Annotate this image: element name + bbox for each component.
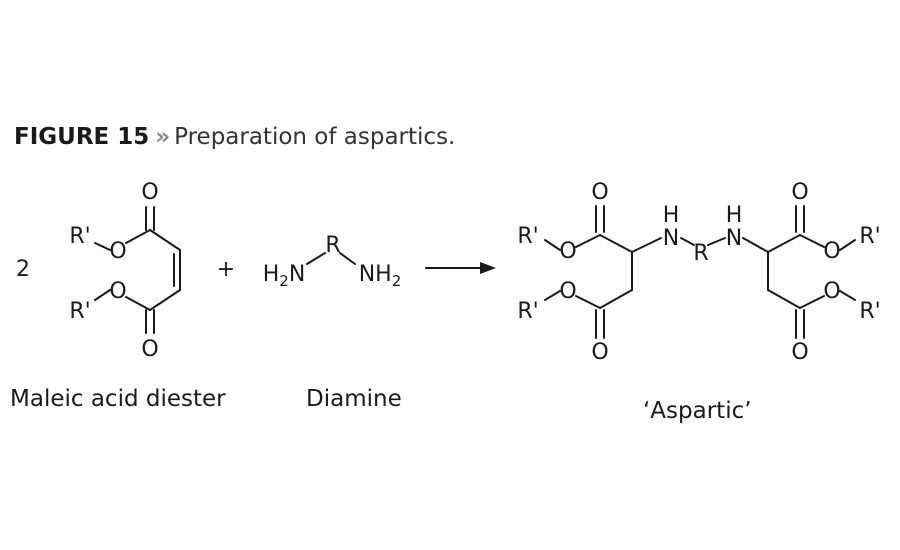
atom-nh2: NH2	[359, 262, 402, 290]
figure-label: FIGURE 15	[14, 124, 150, 150]
maleic-diester-bonds	[94, 206, 181, 334]
product-o-ester-bottom-right: O	[823, 279, 840, 304]
product-n-left: N	[663, 226, 679, 251]
atom-o-ester-top: O	[109, 239, 126, 264]
caption-separator: »	[155, 124, 171, 150]
atom-o-ester-bottom: O	[109, 279, 126, 304]
product-name: ‘Aspartic’	[643, 398, 752, 424]
product-h-left: H	[663, 203, 680, 228]
product-r-center: R	[693, 241, 708, 266]
plus-sign: +	[217, 257, 235, 282]
caption-text: Preparation of aspartics.	[174, 124, 456, 150]
aspartic-bonds	[544, 205, 856, 339]
reactant1-name: Maleic acid diester	[10, 386, 226, 412]
product-o-bottom-left: O	[591, 340, 608, 365]
stoichiometric-coefficient: 2	[16, 257, 30, 282]
atom-o-bottom: O	[141, 337, 158, 362]
product-o-ester-bottom-left: O	[559, 279, 576, 304]
product-o-top-right: O	[791, 180, 808, 205]
product-r-prime-bottom-right: R'	[859, 299, 880, 324]
product-n-right: N	[726, 226, 742, 251]
reactant2-name: Diamine	[306, 386, 402, 412]
product-o-ester-top-left: O	[559, 239, 576, 264]
product-r-prime-top-left: R'	[517, 224, 538, 249]
product-r-prime-top-right: R'	[859, 224, 880, 249]
product-o-top-left: O	[591, 180, 608, 205]
product-o-ester-top-right: O	[823, 239, 840, 264]
atom-o-top: O	[141, 180, 158, 205]
atom-h2n: H2N	[263, 262, 306, 290]
figure-caption: FIGURE 15»Preparation of aspartics.	[14, 122, 455, 152]
product-h-right: H	[726, 203, 743, 228]
diamine-bonds	[306, 252, 356, 265]
product-o-bottom-right: O	[791, 340, 808, 365]
atom-r-prime-bottom: R'	[69, 299, 90, 324]
reaction-arrow-head	[480, 262, 496, 274]
atom-r-diamine: R	[325, 233, 340, 258]
product-r-prime-bottom-left: R'	[517, 299, 538, 324]
atom-r-prime-top: R'	[69, 224, 90, 249]
